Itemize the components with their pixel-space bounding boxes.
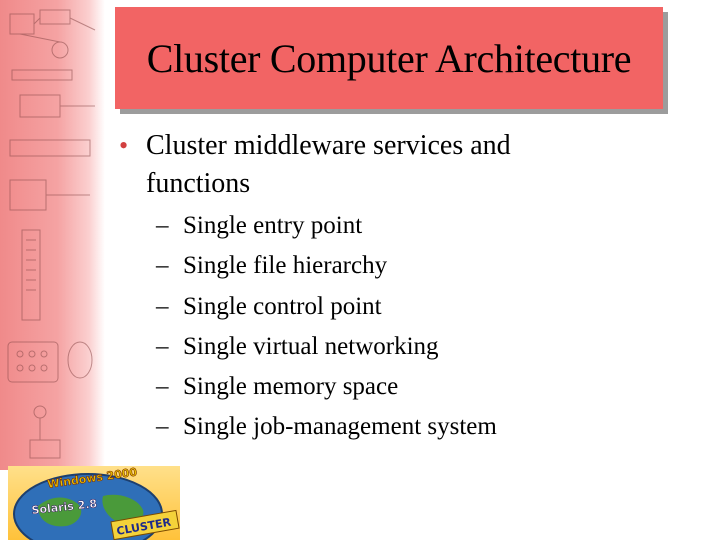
dash-marker: –: [156, 212, 169, 239]
dash-marker: –: [156, 292, 169, 320]
dash-marker: –: [156, 332, 169, 360]
circuit-diagram-graphic: [7, 9, 96, 459]
sub-bullet-text: Single file hierarchy: [183, 252, 388, 280]
sub-bullet-item: –Single entry point: [156, 206, 497, 246]
sub-bullet-item: –Single control point: [156, 287, 497, 327]
main-bullet: Cluster middleware services and function…: [146, 130, 511, 199]
sub-bullet-text: Single memory space: [183, 373, 399, 401]
cluster-globe-logo: Windows 2000 Solaris 2.8 CLUSTER: [8, 466, 180, 540]
sub-bullet-item: –Single job-management system: [156, 407, 497, 447]
sub-bullet-item: –Single memory space: [156, 367, 497, 407]
dash-marker: –: [156, 373, 169, 401]
title-box: Cluster Computer Architecture: [115, 7, 663, 109]
sub-bullet-text: Single control point: [183, 292, 382, 320]
globe-logo-graphic: Windows 2000 Solaris 2.8 CLUSTER: [13, 466, 180, 540]
bullet-marker: •: [119, 131, 129, 160]
dash-marker: –: [156, 252, 169, 280]
dash-marker: –: [156, 413, 169, 441]
sub-bullet-text: Single entry point: [183, 212, 363, 239]
sub-bullet-item: –Single file hierarchy: [156, 246, 497, 286]
sub-bullet-text: Single job-management system: [183, 413, 497, 441]
decorative-diagram-strip: [0, 0, 105, 470]
slide-title: Cluster Computer Architecture: [146, 35, 632, 81]
sub-bullet-list: –Single entry point –Single file hierarc…: [156, 206, 497, 448]
sub-bullet-text: Single virtual networking: [183, 332, 439, 360]
sub-bullet-item: –Single virtual networking: [156, 327, 497, 367]
